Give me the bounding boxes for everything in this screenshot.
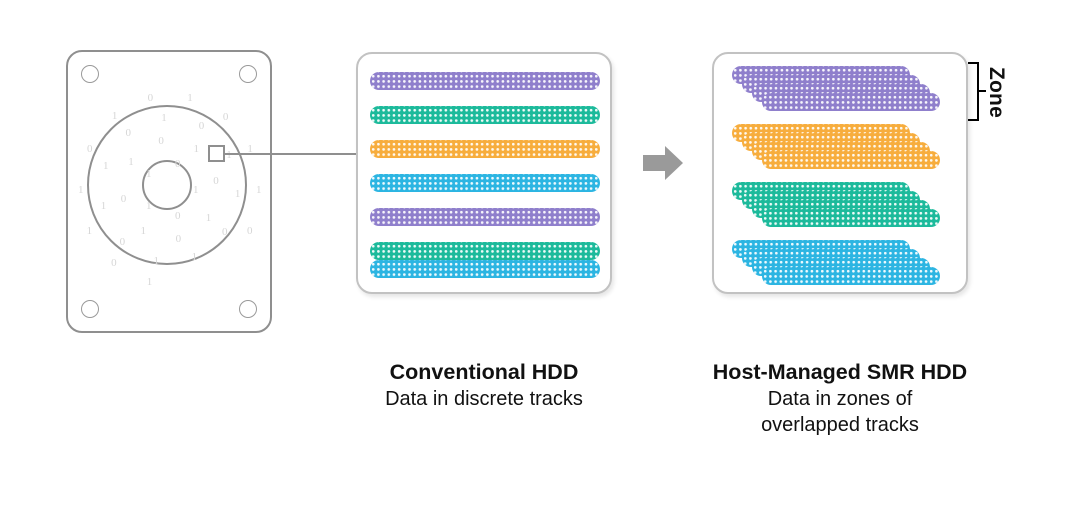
conventional-track (370, 106, 600, 124)
conventional-track-group (358, 54, 610, 292)
caption-smr-title: Host-Managed SMR HDD (712, 360, 968, 384)
smr-zone (714, 124, 966, 169)
caption-conventional-subtitle: Data in discrete tracks (385, 388, 583, 410)
caption-smr-subtitle-line1: Data in zones of (767, 388, 913, 410)
conventional-track (370, 208, 600, 226)
right-arrow-icon (643, 145, 683, 181)
smr-track (762, 93, 940, 111)
screw-hole-top-right (239, 65, 257, 83)
hdd-spindle (142, 160, 192, 210)
smr-zone (714, 240, 966, 285)
screw-hole-bottom-right (239, 300, 257, 318)
caption-conventional-title: Conventional HDD (389, 360, 579, 384)
callout-square-icon (208, 145, 225, 162)
hdd-platter (87, 105, 247, 265)
conventional-hdd-panel (356, 52, 612, 294)
caption-smr-subtitle-line2: overlapped tracks (761, 414, 919, 436)
smr-track (762, 209, 940, 227)
smr-zone (714, 182, 966, 227)
smr-zone-group (714, 54, 966, 292)
smr-zone (714, 66, 966, 111)
smr-track (762, 267, 940, 285)
caption-conventional: Conventional HDD Data in discrete tracks (334, 358, 634, 412)
zone-label: Zone (985, 66, 1008, 118)
callout-leader-line (225, 153, 358, 155)
smr-track (762, 151, 940, 169)
host-managed-smr-hdd-panel (712, 52, 968, 294)
screw-hole-bottom-left (81, 300, 99, 318)
screw-hole-top-left (81, 65, 99, 83)
conventional-track (370, 242, 600, 260)
caption-smr: Host-Managed SMR HDD Data in zones of ov… (690, 358, 990, 438)
conventional-track (370, 174, 600, 192)
conventional-track (370, 140, 600, 158)
zone-bracket (968, 62, 979, 121)
conventional-track (370, 260, 600, 278)
conventional-track (370, 72, 600, 90)
zone-bracket-tick (979, 90, 986, 92)
